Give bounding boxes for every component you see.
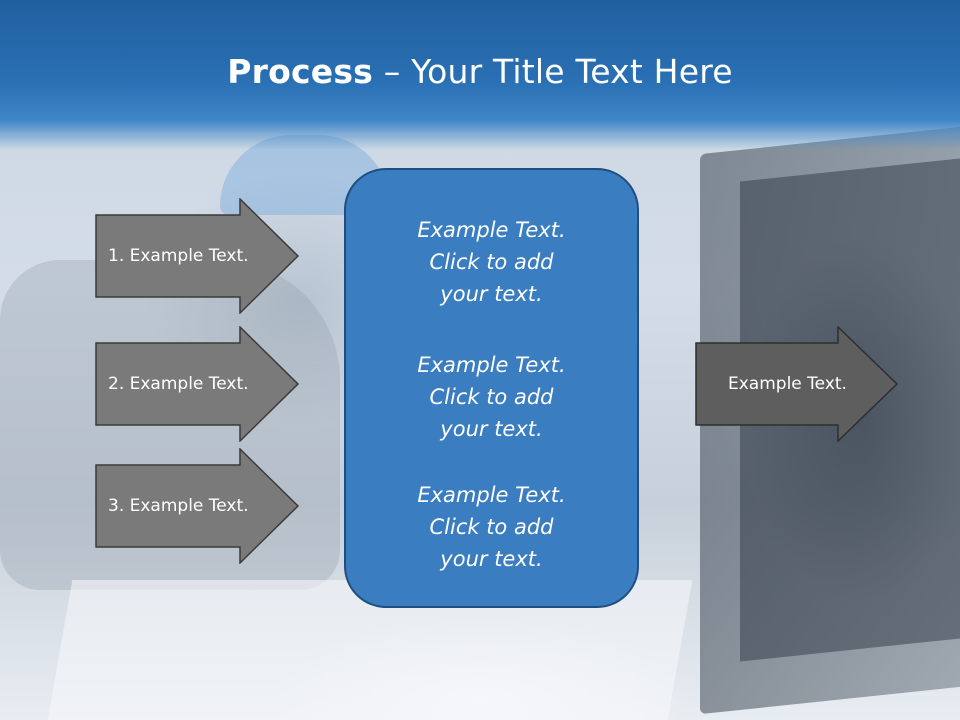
panel-3-line-1: Example Text. (417, 483, 566, 507)
right-arrow[interactable]: Example Text. (695, 326, 900, 442)
title-band (0, 0, 960, 150)
left-arrow-3[interactable]: 3. Example Text. (95, 448, 300, 564)
panel-text-block-1: Example Text. Click to add your text. (346, 214, 637, 310)
title-bold-part: Process (227, 52, 374, 91)
left-arrow-1[interactable]: 1. Example Text. (95, 198, 300, 314)
left-arrow-1-label: 1. Example Text. (108, 246, 249, 266)
left-arrow-3-label: 3. Example Text. (108, 496, 249, 516)
panel-text-block-2: Example Text. Click to add your text. (346, 349, 637, 445)
panel-2-line-2: Click to add (429, 385, 554, 409)
panel-1-line-1: Example Text. (417, 218, 566, 242)
panel-3-line-2: Click to add (429, 515, 554, 539)
panel-1-line-3: your text. (440, 282, 543, 306)
center-text-panel[interactable]: Example Text. Click to add your text. Ex… (344, 168, 639, 608)
panel-text-block-3: Example Text. Click to add your text. (346, 479, 637, 575)
panel-2-line-1: Example Text. (417, 353, 566, 377)
panel-3-line-3: your text. (440, 547, 543, 571)
right-arrow-label: Example Text. (728, 374, 847, 394)
panel-1-line-2: Click to add (429, 250, 554, 274)
title-rest-part: – Your Title Text Here (373, 52, 733, 91)
arrow-shape-icon (695, 326, 899, 442)
arrow-shape-icon (95, 198, 300, 314)
slide-title[interactable]: Process – Your Title Text Here (0, 52, 960, 91)
panel-2-line-3: your text. (440, 417, 543, 441)
arrow-shape-icon (95, 448, 300, 564)
left-arrow-2[interactable]: 2. Example Text. (95, 326, 300, 442)
arrow-shape-icon (95, 326, 300, 442)
left-arrow-2-label: 2. Example Text. (108, 374, 249, 394)
